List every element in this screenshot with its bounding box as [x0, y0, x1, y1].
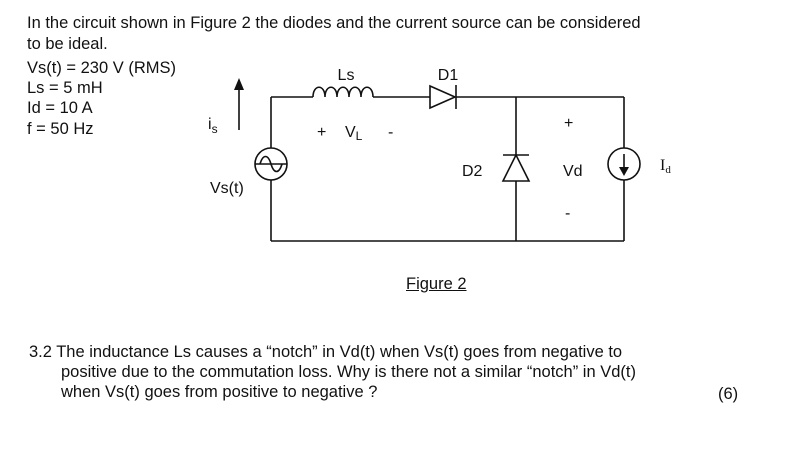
- question-marks: (6): [718, 385, 739, 403]
- param-vs: Vs(t) = 230 V (RMS): [27, 59, 176, 77]
- param-ls: Ls = 5 mH: [27, 79, 103, 97]
- current-source-arrow-head: [619, 167, 629, 176]
- is-label: is: [208, 116, 218, 136]
- question-line-1: 3.2 The inductance Ls causes a “notch” i…: [29, 343, 623, 361]
- intro-line-1: In the circuit shown in Figure 2 the dio…: [27, 14, 641, 32]
- figure-caption: Figure 2: [406, 275, 467, 293]
- id-label: Id: [660, 157, 671, 176]
- vl-minus: -: [388, 124, 393, 141]
- vd-plus: +: [564, 115, 573, 132]
- ls-label: Ls: [338, 67, 355, 84]
- d2-label: D2: [462, 163, 483, 180]
- vd-minus: -: [565, 205, 570, 222]
- intro-line-2: to be ideal.: [27, 35, 108, 53]
- diode-d1: [429, 84, 457, 110]
- vs-label: Vs(t): [210, 180, 244, 197]
- voltage-source-sine: [259, 155, 283, 173]
- param-id: Id = 10 A: [27, 99, 93, 117]
- vl-plus: +: [317, 124, 326, 141]
- param-f: f = 50 Hz: [27, 120, 94, 138]
- vl-label: VL: [345, 124, 363, 143]
- question-line-3: when Vs(t) goes from positive to negativ…: [61, 383, 378, 401]
- inductor-ls: [312, 86, 374, 98]
- d1-label: D1: [438, 67, 459, 84]
- diode-d2: [501, 153, 531, 182]
- vd-label: Vd: [563, 163, 583, 180]
- question-line-2: positive due to the commutation loss. Wh…: [61, 363, 636, 381]
- is-arrow-head: [234, 78, 244, 90]
